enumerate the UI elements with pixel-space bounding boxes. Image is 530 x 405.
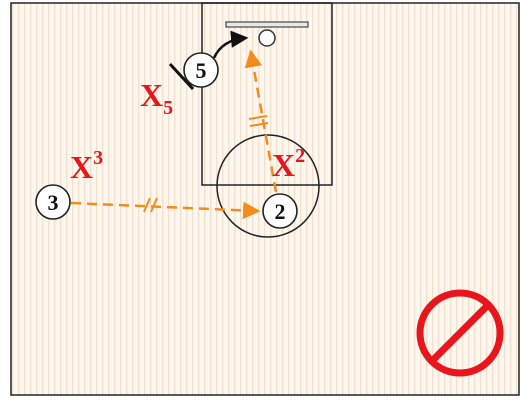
player-2: 2 <box>262 193 298 229</box>
defender-x3-superscript: 3 <box>93 147 103 169</box>
backboard-icon <box>225 21 309 28</box>
pass-arrow-3-to-2 <box>70 197 261 220</box>
cut-arrow-5-to-basket <box>212 30 249 59</box>
defender-x3-label: X3 <box>70 147 103 185</box>
svg-text:X2: X2 <box>272 145 305 183</box>
pass-hash-mark <box>143 197 151 213</box>
defender-x2-superscript: 2 <box>295 145 305 167</box>
svg-text:X3: X3 <box>70 147 103 185</box>
pass-arrow-2-to-basket <box>244 49 278 193</box>
defender-x5-label: X5 <box>140 77 173 119</box>
defender-x2-base: X <box>272 147 295 183</box>
player-2-label: 2 <box>275 199 286 224</box>
screen-bar-icon <box>168 62 195 91</box>
pass-hash-mark <box>150 197 158 213</box>
pass-hash-mark <box>249 122 269 127</box>
no-entry-icon <box>416 289 504 377</box>
player-3: 3 <box>35 184 71 220</box>
paint-lane <box>201 2 333 186</box>
defender-x5-subscript: 5 <box>163 97 173 119</box>
player-5-label: 5 <box>196 58 207 83</box>
basket-rim-icon <box>258 29 276 47</box>
player-5: 5 <box>183 52 219 88</box>
free-throw-circle <box>216 134 320 238</box>
defender-x2-label: X2 <box>272 145 305 183</box>
court-floor <box>10 2 520 396</box>
svg-text:X5: X5 <box>140 77 173 119</box>
defender-x5-base: X <box>140 77 163 113</box>
defender-x3-base: X <box>70 149 93 185</box>
player-3-label: 3 <box>48 190 59 215</box>
pass-hash-mark <box>248 115 268 120</box>
